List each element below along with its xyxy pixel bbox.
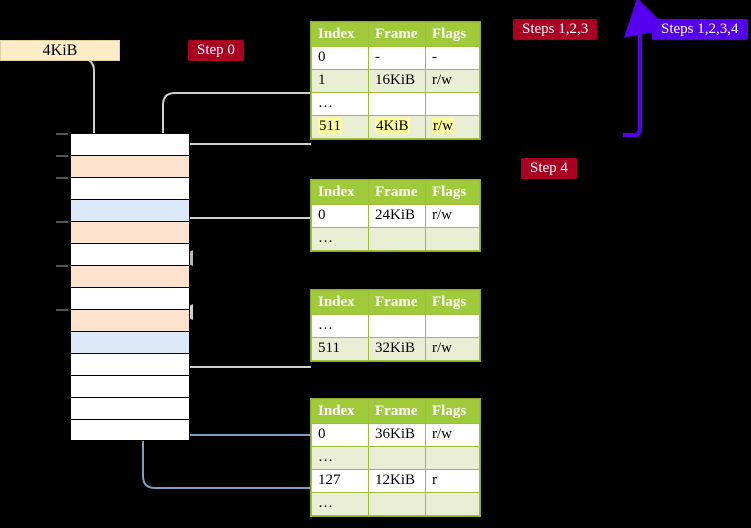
cell-flags: r/w [425, 423, 480, 447]
badge-step-4: Step 4 [521, 158, 577, 179]
cell-flags [425, 227, 480, 251]
cell-index: … [311, 446, 369, 470]
wire-table1-row0 [177, 217, 311, 266]
table-row: … [311, 227, 480, 251]
cell-flags: r/w [425, 69, 480, 93]
memory-frame-row [70, 309, 190, 331]
table-row: … [311, 446, 480, 470]
cell-flags [425, 92, 480, 116]
memory-size-box: 4KiB [0, 40, 120, 61]
cell-index: … [311, 314, 369, 338]
page-table-level-0: Index Frame Flags 0 - - 1 16KiB r/w … 51… [311, 22, 480, 139]
cell-frame: 32KiB [368, 337, 426, 361]
table2-header-frame: Frame [368, 290, 426, 315]
table-row: 1 16KiB r/w [311, 69, 480, 93]
table1-header-index: Index [311, 180, 369, 205]
cell-index: … [311, 92, 369, 116]
cell-frame [368, 227, 426, 251]
cell-index: … [311, 227, 369, 251]
wire-table0-row1 [162, 92, 311, 220]
wire-table0-row511 [161, 142, 311, 158]
table-row: 127 12KiB r [311, 469, 480, 493]
table3-header-frame: Frame [368, 399, 426, 424]
cell-index: … [311, 492, 369, 516]
cell-index: 0 [311, 46, 369, 70]
badge-steps-1234: Steps 1,2,3,4 [652, 19, 748, 40]
table-row: 511 32KiB r/w [311, 337, 480, 361]
cell-index: 511 [311, 115, 369, 139]
memory-frame-row [70, 375, 190, 397]
cell-index: 511 [311, 337, 369, 361]
cell-flags [425, 492, 480, 516]
wire-table2-row511 [177, 304, 311, 368]
cell-index: 0 [311, 423, 369, 447]
memory-frame-tick [56, 177, 68, 179]
cell-frame: 12KiB [368, 469, 426, 493]
table0-header-flags: Flags [425, 22, 480, 47]
table-row: … [311, 314, 480, 338]
cell-frame [368, 446, 426, 470]
table-row: 0 - - [311, 46, 480, 70]
table0-header-index: Index [311, 22, 369, 47]
table-row: … [311, 492, 480, 516]
memory-frame-row [70, 177, 190, 199]
memory-frame-row [70, 287, 190, 309]
cell-flags [425, 314, 480, 338]
badge-steps-123: Steps 1,2,3 [513, 19, 598, 40]
page-table-level-2: Index Frame Flags … 511 32KiB r/w [311, 290, 480, 361]
memory-frame-row [70, 353, 190, 375]
memory-frame-row [70, 155, 190, 177]
memory-frame-tick [56, 133, 68, 135]
memory-frame-tick [56, 265, 68, 267]
memory-frame-row [70, 397, 190, 419]
table-row: 0 36KiB r/w [311, 423, 480, 447]
cell-flags: r/w [425, 337, 480, 361]
badge-step-0: Step 0 [188, 40, 244, 61]
table3-header-flags: Flags [425, 399, 480, 424]
memory-size-label: 4KiB [42, 42, 78, 59]
physical-memory-column [56, 133, 190, 441]
cell-frame: 24KiB [368, 204, 426, 228]
cell-frame: 16KiB [368, 69, 426, 93]
memory-frame-tick [56, 309, 68, 311]
table2-header-index: Index [311, 290, 369, 315]
cell-flags: r [425, 469, 480, 493]
page-table-level-3: Index Frame Flags 0 36KiB r/w … 127 12Ki… [311, 399, 480, 516]
table-row-highlighted: 511 4KiB r/w [311, 115, 480, 139]
cell-index: 0 [311, 204, 369, 228]
memory-frame-tick [56, 221, 68, 223]
table2-header-flags: Flags [425, 290, 480, 315]
wire-table3-row127 [142, 207, 311, 489]
cell-frame [368, 314, 426, 338]
memory-frame-row [70, 419, 190, 441]
table0-header-frame: Frame [368, 22, 426, 47]
table-row: 0 24KiB r/w [311, 204, 480, 228]
cell-flags [425, 446, 480, 470]
table1-header-flags: Flags [425, 180, 480, 205]
memory-frame-row [70, 221, 190, 243]
table1-header-frame: Frame [368, 180, 426, 205]
cell-frame: - [368, 46, 426, 70]
cell-flags: r/w [425, 115, 480, 139]
cell-frame: 36KiB [368, 423, 426, 447]
cell-frame: 4KiB [368, 115, 426, 139]
memory-frame-row [70, 265, 190, 287]
memory-frame-row [70, 331, 190, 353]
table3-header-index: Index [311, 399, 369, 424]
memory-frame-row [70, 133, 190, 155]
memory-frame-tick [56, 155, 68, 157]
memory-frame-row [70, 199, 190, 221]
cell-index: 127 [311, 469, 369, 493]
cell-flags: - [425, 46, 480, 70]
cell-frame [368, 492, 426, 516]
cell-flags: r/w [425, 204, 480, 228]
cell-index: 1 [311, 69, 369, 93]
cell-frame [368, 92, 426, 116]
table-row: … [311, 92, 480, 116]
memory-frame-row [70, 243, 190, 265]
steps-bracket-purple [623, 0, 669, 137]
page-table-level-1: Index Frame Flags 0 24KiB r/w … [311, 180, 480, 251]
